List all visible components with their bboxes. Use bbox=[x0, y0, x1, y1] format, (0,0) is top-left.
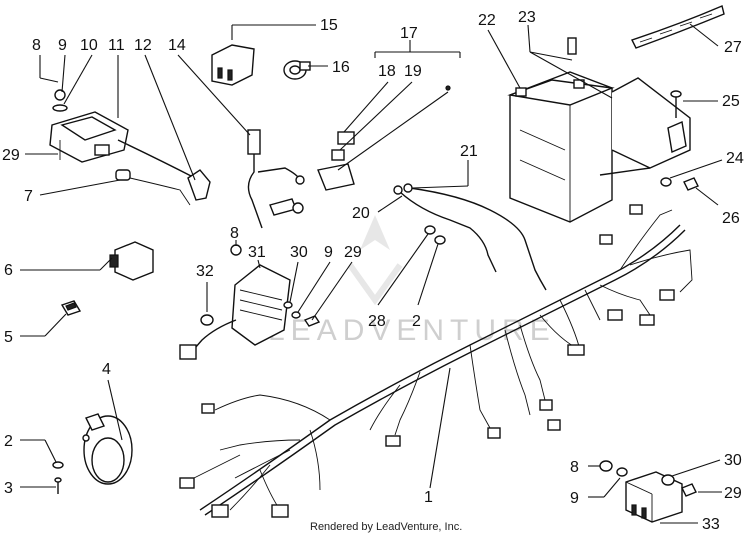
main-harness-1 bbox=[179, 204, 693, 518]
callout-1: 1 bbox=[424, 489, 433, 506]
strap-27 bbox=[631, 5, 725, 49]
sensor-14 bbox=[247, 129, 305, 229]
callout-19: 19 bbox=[404, 63, 422, 80]
leader-23a bbox=[527, 24, 531, 53]
callout-25: 25 bbox=[722, 93, 740, 110]
callout-3: 3 bbox=[4, 480, 13, 497]
callout-4: 4 bbox=[102, 361, 111, 378]
callout-33: 33 bbox=[702, 516, 720, 533]
leader-19b bbox=[337, 91, 449, 171]
ignition-module bbox=[49, 89, 211, 206]
callout-7: 7 bbox=[24, 188, 33, 205]
callout-8b: 8 bbox=[230, 225, 239, 242]
leader-7 bbox=[39, 179, 121, 196]
callout-14: 14 bbox=[168, 37, 186, 54]
callout-9c: 9 bbox=[570, 490, 579, 507]
callout-29b: 29 bbox=[344, 244, 362, 261]
callout-11: 11 bbox=[108, 37, 125, 54]
relay-15 bbox=[211, 44, 255, 86]
callout-30b: 30 bbox=[724, 452, 742, 469]
leader-30b bbox=[671, 459, 721, 477]
leader-14 bbox=[177, 54, 251, 136]
battery-cable-21 bbox=[403, 183, 547, 291]
leader-27 bbox=[689, 23, 719, 47]
callout-27: 27 bbox=[724, 39, 742, 56]
leader-31 bbox=[257, 259, 261, 269]
callout-21: 21 bbox=[460, 143, 478, 160]
leader-4 bbox=[107, 379, 123, 441]
callout-22: 22 bbox=[478, 12, 496, 29]
leader-20 bbox=[377, 195, 403, 213]
callout-9b: 9 bbox=[324, 244, 333, 261]
callout-16: 16 bbox=[332, 59, 350, 76]
callout-28: 28 bbox=[368, 313, 386, 330]
fuse-5 bbox=[60, 300, 82, 316]
callout-5: 5 bbox=[4, 329, 13, 346]
battery-22 bbox=[507, 71, 615, 223]
watermark-logo bbox=[347, 215, 403, 306]
leader-29b bbox=[311, 261, 353, 321]
leader-9b bbox=[297, 261, 331, 313]
callout-17: 17 bbox=[400, 25, 418, 42]
leader-22 bbox=[487, 29, 521, 89]
callout-29c: 29 bbox=[724, 485, 742, 502]
callout-20: 20 bbox=[352, 205, 370, 222]
callout-23: 23 bbox=[518, 9, 536, 26]
leader-12 bbox=[144, 54, 196, 181]
callout-9a: 9 bbox=[58, 37, 67, 54]
regulator-31 bbox=[179, 244, 321, 360]
screw-25 bbox=[670, 90, 682, 118]
callout-2b: 2 bbox=[4, 433, 13, 450]
leader-26 bbox=[695, 187, 719, 206]
relay-6 bbox=[109, 241, 154, 281]
leader-19 bbox=[339, 81, 413, 151]
callout-6: 6 bbox=[4, 262, 13, 279]
callout-31: 31 bbox=[248, 244, 266, 261]
leader-18 bbox=[343, 81, 389, 133]
leader-1 bbox=[429, 367, 451, 489]
callout-12: 12 bbox=[134, 37, 152, 54]
callout-26: 26 bbox=[722, 210, 740, 227]
footer-credit: Rendered by LeadVenture, Inc. bbox=[310, 521, 462, 533]
battery-cable-20 bbox=[393, 185, 497, 273]
leader-30a bbox=[289, 261, 299, 303]
washer-screw-2-3 bbox=[52, 461, 64, 494]
fasteners-28-2 bbox=[424, 225, 446, 245]
leader-10 bbox=[63, 54, 93, 105]
callout-18: 18 bbox=[378, 63, 396, 80]
clamp-16 bbox=[283, 60, 311, 80]
leader-9 bbox=[61, 54, 66, 93]
leader-24 bbox=[669, 159, 723, 179]
leader-2a bbox=[417, 243, 439, 306]
callout-24: 24 bbox=[726, 150, 744, 167]
callout-15: 15 bbox=[320, 17, 338, 34]
callout-2a: 2 bbox=[412, 313, 421, 330]
connector-18-19 bbox=[317, 85, 451, 191]
callout-30a: 30 bbox=[290, 244, 308, 261]
nut-24 bbox=[660, 177, 672, 187]
callout-32: 32 bbox=[196, 263, 214, 280]
clip-26 bbox=[683, 177, 699, 191]
relay-33 bbox=[599, 460, 697, 523]
callout-10: 10 bbox=[80, 37, 98, 54]
horn-4 bbox=[82, 413, 133, 485]
battery-tray-23 bbox=[567, 37, 691, 176]
callout-8c: 8 bbox=[570, 459, 579, 476]
callout-29a: 29 bbox=[2, 147, 20, 164]
callout-8a: 8 bbox=[32, 37, 41, 54]
leader-28 bbox=[377, 233, 429, 306]
